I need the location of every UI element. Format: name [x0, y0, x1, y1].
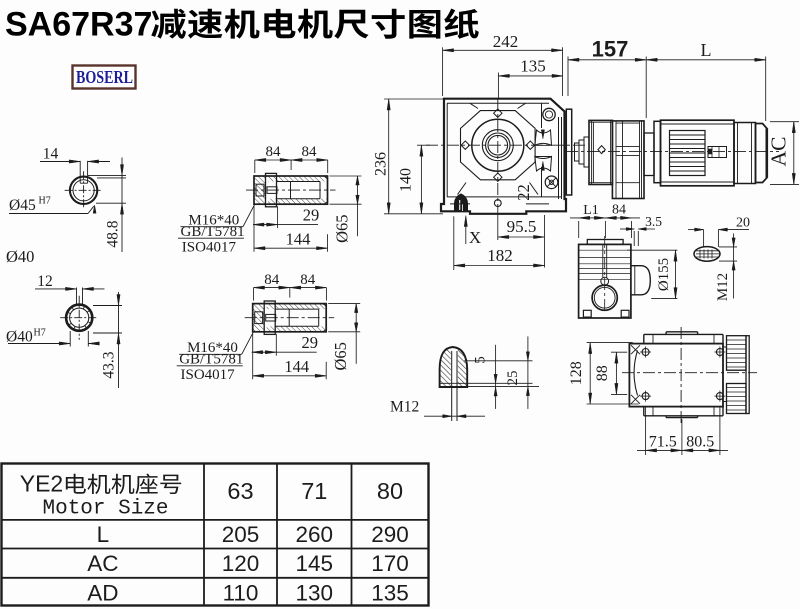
svg-text:L: L [97, 522, 110, 547]
svg-text:AC: AC [87, 551, 118, 576]
svg-text:84: 84 [264, 272, 280, 288]
svg-text:Ø40: Ø40 [6, 247, 34, 266]
svg-text:AD: AD [87, 581, 118, 606]
svg-text:M12: M12 [715, 273, 731, 301]
svg-text:X: X [469, 228, 481, 247]
svg-text:182: 182 [487, 246, 513, 265]
svg-text:H7: H7 [34, 328, 46, 339]
svg-text:205: 205 [222, 522, 260, 547]
svg-text:128: 128 [568, 361, 585, 385]
svg-text:22: 22 [514, 184, 533, 201]
svg-text:L1: L1 [583, 203, 599, 218]
svg-text:135: 135 [371, 581, 409, 606]
svg-text:ISO4017: ISO4017 [182, 240, 237, 256]
svg-text:120: 120 [222, 551, 260, 576]
svg-text:YE2: YE2 [20, 471, 63, 497]
svg-text:29: 29 [303, 206, 320, 225]
svg-text:84: 84 [266, 144, 282, 160]
svg-text:88: 88 [594, 365, 611, 381]
svg-text:84: 84 [612, 203, 626, 218]
svg-text:ISO4017: ISO4017 [181, 367, 236, 383]
svg-text:95.5: 95.5 [507, 217, 537, 236]
svg-text:Ø155: Ø155 [656, 258, 672, 291]
svg-text:84: 84 [302, 144, 318, 160]
svg-text:Ø65: Ø65 [331, 342, 350, 370]
svg-text:25: 25 [505, 371, 521, 386]
svg-text:29: 29 [301, 333, 318, 352]
svg-text:71: 71 [301, 478, 327, 504]
svg-text:71.5: 71.5 [649, 434, 677, 451]
svg-text:M16*40: M16*40 [188, 213, 239, 229]
svg-text:236: 236 [373, 152, 390, 176]
svg-text:260: 260 [296, 522, 334, 547]
svg-text:SA67R37: SA67R37 [5, 6, 152, 44]
svg-text:170: 170 [371, 551, 409, 576]
svg-text:242: 242 [493, 32, 519, 51]
svg-text:Ø45: Ø45 [9, 197, 36, 214]
svg-text:110: 110 [223, 581, 259, 606]
svg-text:140: 140 [398, 168, 415, 192]
svg-text:12: 12 [37, 273, 53, 290]
svg-text:80.5: 80.5 [686, 434, 714, 451]
svg-text:AC: AC [767, 137, 791, 167]
svg-text:84: 84 [300, 272, 316, 288]
svg-text:20: 20 [736, 216, 750, 231]
svg-text:BOSERL: BOSERL [76, 67, 133, 87]
svg-text:43.3: 43.3 [101, 351, 118, 378]
svg-text:48.8: 48.8 [105, 220, 122, 247]
svg-text:GB/T5781: GB/T5781 [181, 224, 245, 240]
svg-text:L: L [701, 40, 712, 60]
svg-text:GB/T5781: GB/T5781 [179, 352, 243, 368]
svg-text:80: 80 [377, 478, 403, 504]
svg-text:3.5: 3.5 [645, 214, 662, 229]
svg-text:Motor Size: Motor Size [42, 498, 168, 521]
svg-text:Ø40: Ø40 [6, 329, 33, 346]
svg-text:145: 145 [296, 551, 334, 576]
svg-text:14: 14 [43, 146, 59, 163]
svg-text:144: 144 [284, 357, 309, 376]
svg-text:M12: M12 [390, 399, 419, 416]
svg-text:130: 130 [296, 581, 334, 606]
svg-text:144: 144 [286, 229, 311, 248]
svg-text:63: 63 [227, 478, 253, 504]
svg-text:Ø65: Ø65 [333, 214, 352, 242]
svg-text:290: 290 [371, 522, 409, 547]
svg-text:135: 135 [520, 57, 546, 76]
svg-text:M16*40: M16*40 [187, 340, 238, 356]
svg-text:5: 5 [472, 356, 488, 364]
svg-text:H7: H7 [39, 196, 51, 207]
svg-text:157: 157 [592, 37, 629, 62]
